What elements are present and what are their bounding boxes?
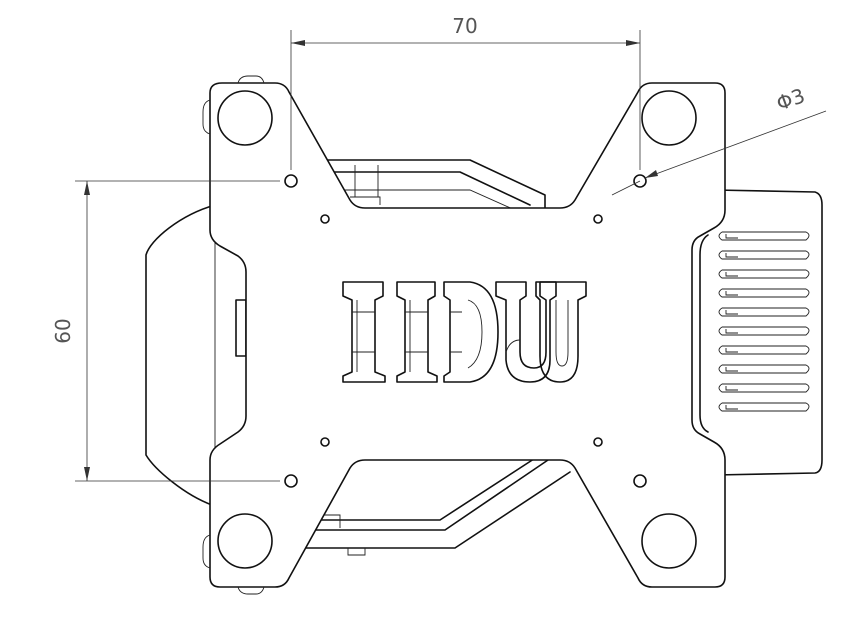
heat-sink-fin (718, 326, 810, 336)
heat-sink-fin-tick (725, 310, 738, 315)
vesa-holes (284, 174, 647, 488)
heat-sink-fin-tick (725, 272, 738, 277)
heat-sink-fin (718, 383, 810, 393)
hdu-lettering (342, 281, 587, 383)
corner-mounting-holes (217, 90, 697, 569)
heat-sink-fin-tick (725, 386, 738, 391)
heat-sink-fin (718, 288, 810, 298)
screw-holes (320, 214, 603, 447)
heat-sink-fin-tick (725, 348, 738, 353)
heat-sink-fin-tick (725, 367, 738, 372)
heat-sink-fin (718, 231, 810, 241)
dimension-70: 70 (290, 14, 641, 170)
heat-sink-fin (718, 364, 810, 374)
heat-sink-fin-tick (725, 253, 738, 258)
dimension-70-label: 70 (452, 14, 477, 38)
heat-sink-fin-tick (725, 329, 738, 334)
dimension-60-label: 60 (51, 318, 75, 343)
heat-sink-fin (718, 402, 810, 412)
heat-sink-fins (718, 231, 810, 412)
heat-sink-fin (718, 250, 810, 260)
dimension-phi3-label: Φ3 (773, 83, 808, 115)
dimension-60: 60 (51, 180, 280, 482)
heat-sink-fin-tick (725, 405, 738, 410)
heat-sink-fin (718, 345, 810, 355)
heat-sink-fin-tick (725, 234, 738, 239)
heat-sink-fin-tick (725, 291, 738, 296)
heat-sink-fin (718, 307, 810, 317)
heat-sink-fin (718, 269, 810, 279)
